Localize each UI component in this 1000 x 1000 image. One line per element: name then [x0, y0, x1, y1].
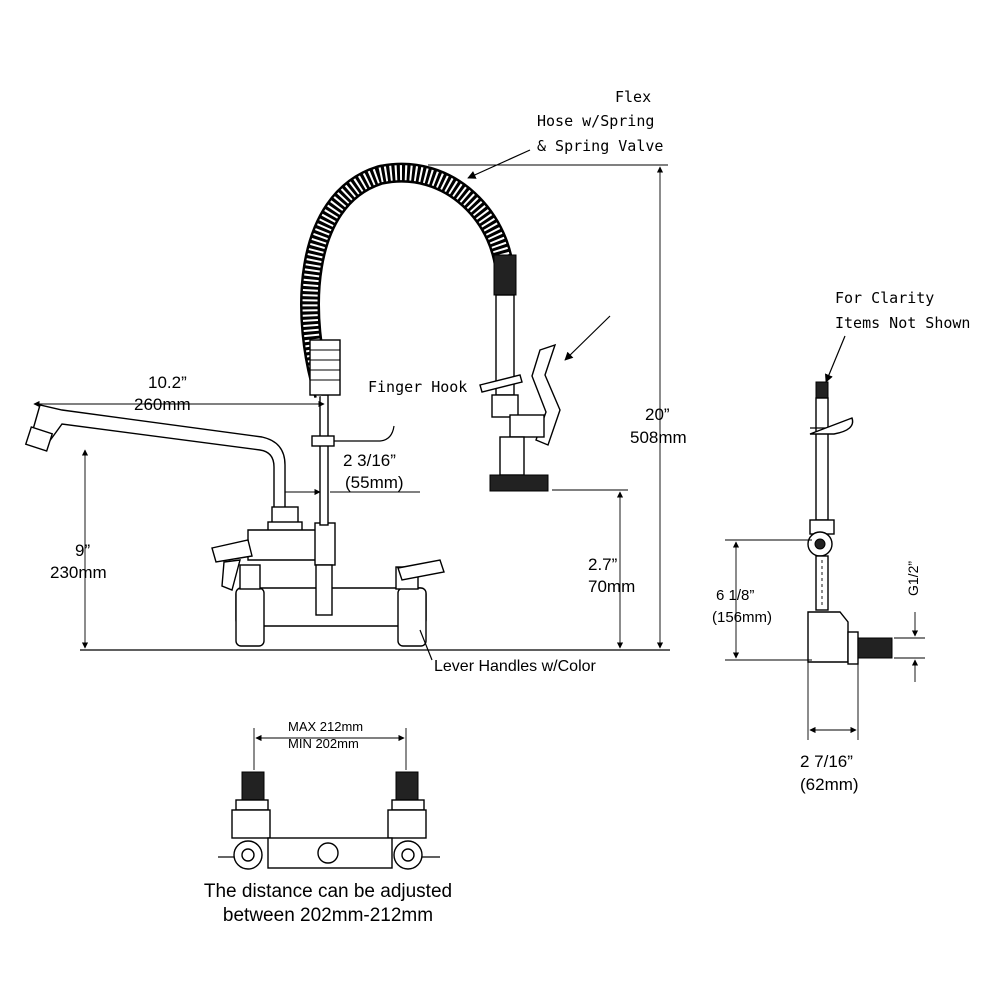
hook-mm: (55mm)	[345, 473, 404, 492]
dim-valve	[552, 489, 628, 649]
clarity-label-2: Items Not Shown	[835, 314, 970, 332]
height-mm: 230mm	[50, 563, 107, 582]
lever-label: Lever Handles w/Color	[434, 658, 597, 675]
valve-inch: 2.7”	[588, 555, 618, 574]
caption-line-2: between 202mm-212mm	[223, 905, 433, 926]
spout-inch: 10.2”	[148, 373, 187, 392]
max-label: MAX 212mm	[288, 719, 363, 734]
side-width-inch: 2 7/16”	[800, 752, 853, 771]
thread-label: G1/2”	[905, 561, 921, 596]
valve-mm: 70mm	[588, 577, 635, 596]
flex-arrow	[467, 149, 531, 179]
total-mm: 508mm	[630, 428, 687, 447]
hook-inch: 2 3/16”	[343, 451, 396, 470]
height-inch: 9”	[75, 541, 90, 560]
side-width-mm: (62mm)	[800, 775, 859, 794]
front-view	[24, 162, 670, 651]
spout-mm: 260mm	[134, 395, 191, 414]
flex-label-2: Hose w/Spring	[537, 112, 654, 130]
flex-label-1: Flex	[615, 88, 651, 106]
side-height-mm: (156mm)	[712, 609, 772, 626]
bottom-view	[218, 728, 440, 870]
caption-line-1: The distance can be adjusted	[204, 881, 452, 902]
valve-arrow	[564, 315, 611, 361]
clarity-label-1: For Clarity	[835, 289, 934, 307]
dim-total	[428, 164, 668, 649]
spout	[24, 404, 303, 533]
min-label: MIN 202mm	[288, 736, 359, 751]
lever-leader	[419, 629, 433, 661]
flex-label-3: & Spring Valve	[537, 137, 663, 155]
side-height-inch: 6 1/8”	[716, 587, 754, 604]
faucet-body	[211, 522, 445, 647]
spring-hose	[300, 162, 515, 399]
spray-valve	[479, 254, 561, 492]
total-inch: 20”	[645, 405, 670, 424]
finger-hook-label: Finger Hook	[368, 378, 467, 396]
side-view	[725, 335, 925, 740]
